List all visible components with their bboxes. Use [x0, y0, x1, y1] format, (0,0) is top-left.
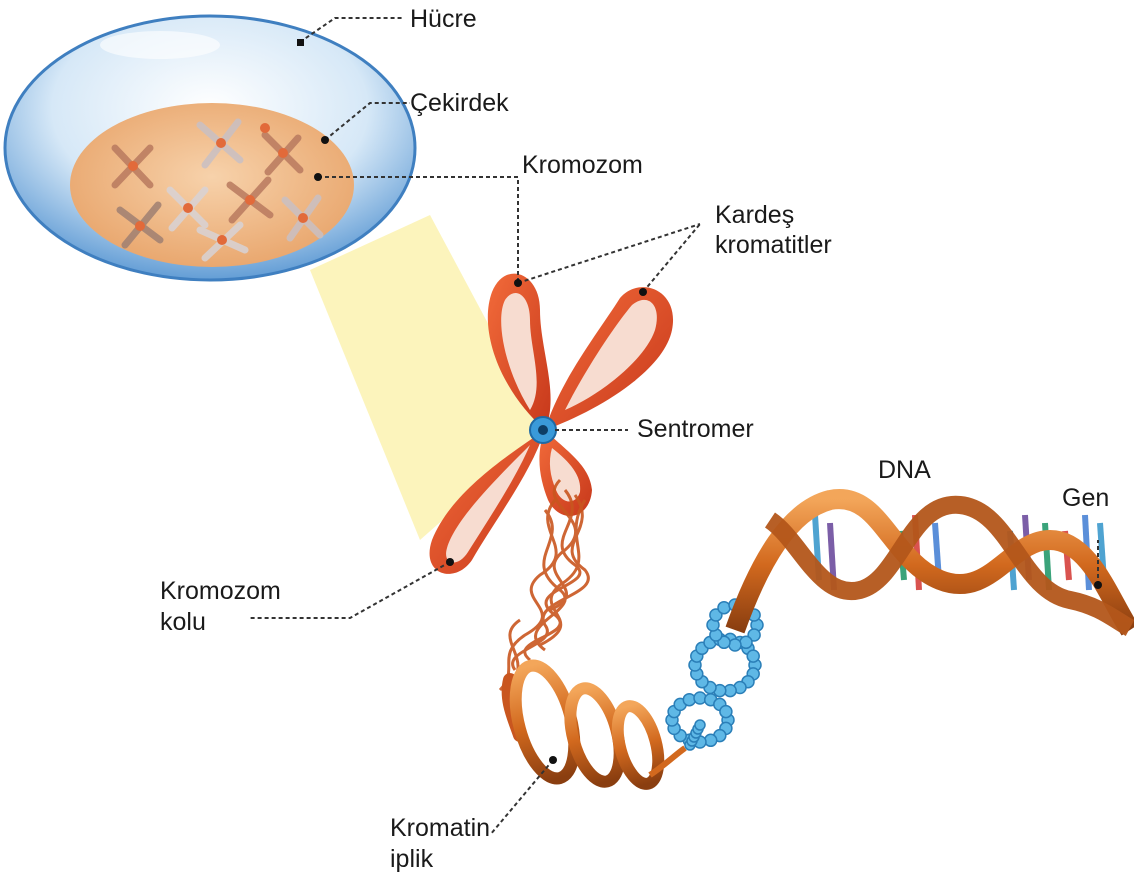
chromatin-coils — [505, 659, 666, 788]
nucleosome-bead — [740, 636, 752, 648]
label-kromatin-line2: iplik — [390, 844, 433, 874]
nucleosome-bead — [747, 650, 759, 662]
label-cekirdek: Çekirdek — [410, 88, 509, 118]
label-gen: Gen — [1062, 483, 1109, 513]
label-kromatin-line1: Kromatin — [390, 813, 490, 843]
nucleosome-bead — [695, 720, 705, 730]
label-kromozom-kolu-line1: Kromozom — [160, 576, 281, 606]
label-sentromer: Sentromer — [637, 414, 754, 444]
label-hucre: Hücre — [410, 4, 477, 34]
label-kardes-line2: kromatitler — [715, 230, 832, 260]
nucleosome-bead — [729, 639, 741, 651]
label-dna: DNA — [878, 455, 931, 485]
label-kardes-line1: Kardeş — [715, 200, 794, 230]
label-kromozom-kolu-line2: kolu — [160, 607, 206, 637]
nucleosome-bead — [720, 706, 732, 718]
label-kromozom: Kromozom — [522, 150, 643, 180]
nucleosome-bead — [718, 602, 730, 614]
dna-helix — [735, 499, 1130, 630]
